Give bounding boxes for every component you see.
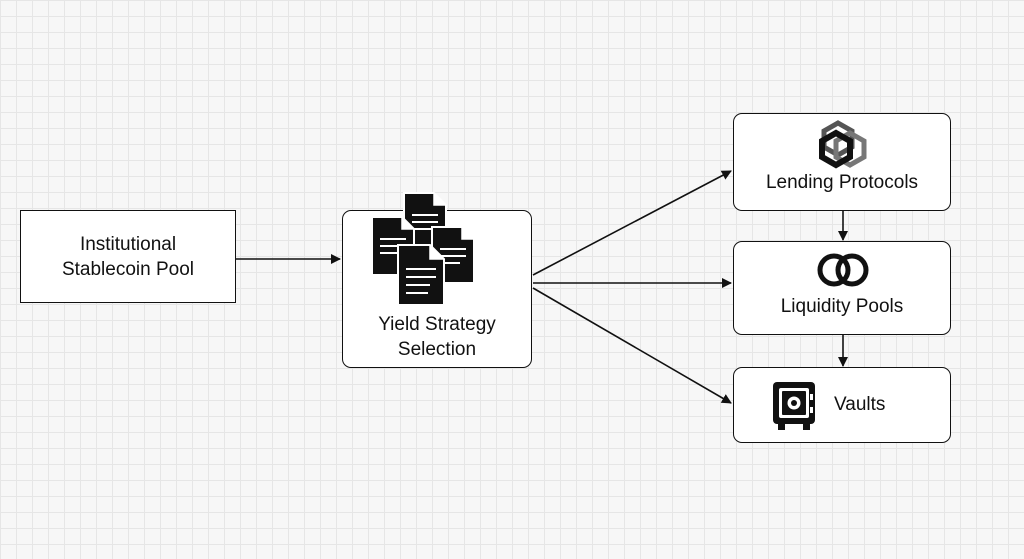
documents-icon bbox=[371, 192, 475, 306]
node-liquidity-pools[interactable]: Liquidity Pools bbox=[733, 241, 951, 335]
node-vaults[interactable]: Vaults bbox=[733, 367, 951, 443]
node-institutional-stablecoin-pool[interactable]: Institutional Stablecoin Pool bbox=[20, 210, 236, 303]
node-yield-label: Yield Strategy Selection bbox=[378, 314, 496, 360]
node-liquidity-label: Liquidity Pools bbox=[780, 296, 904, 317]
node-pool-label: Institutional Stablecoin Pool bbox=[61, 234, 195, 280]
safe-icon bbox=[773, 382, 815, 430]
edge-yield-to-vaults bbox=[532, 287, 732, 404]
node-vaults-label: Vaults bbox=[834, 394, 886, 415]
hexagon-chain-icon bbox=[819, 120, 867, 169]
node-lending-protocols[interactable]: Lending Protocols bbox=[733, 113, 951, 211]
edge-yield-to-lending bbox=[532, 170, 732, 276]
node-lending-label: Lending Protocols bbox=[765, 172, 919, 193]
interlocking-rings-icon bbox=[817, 253, 869, 287]
